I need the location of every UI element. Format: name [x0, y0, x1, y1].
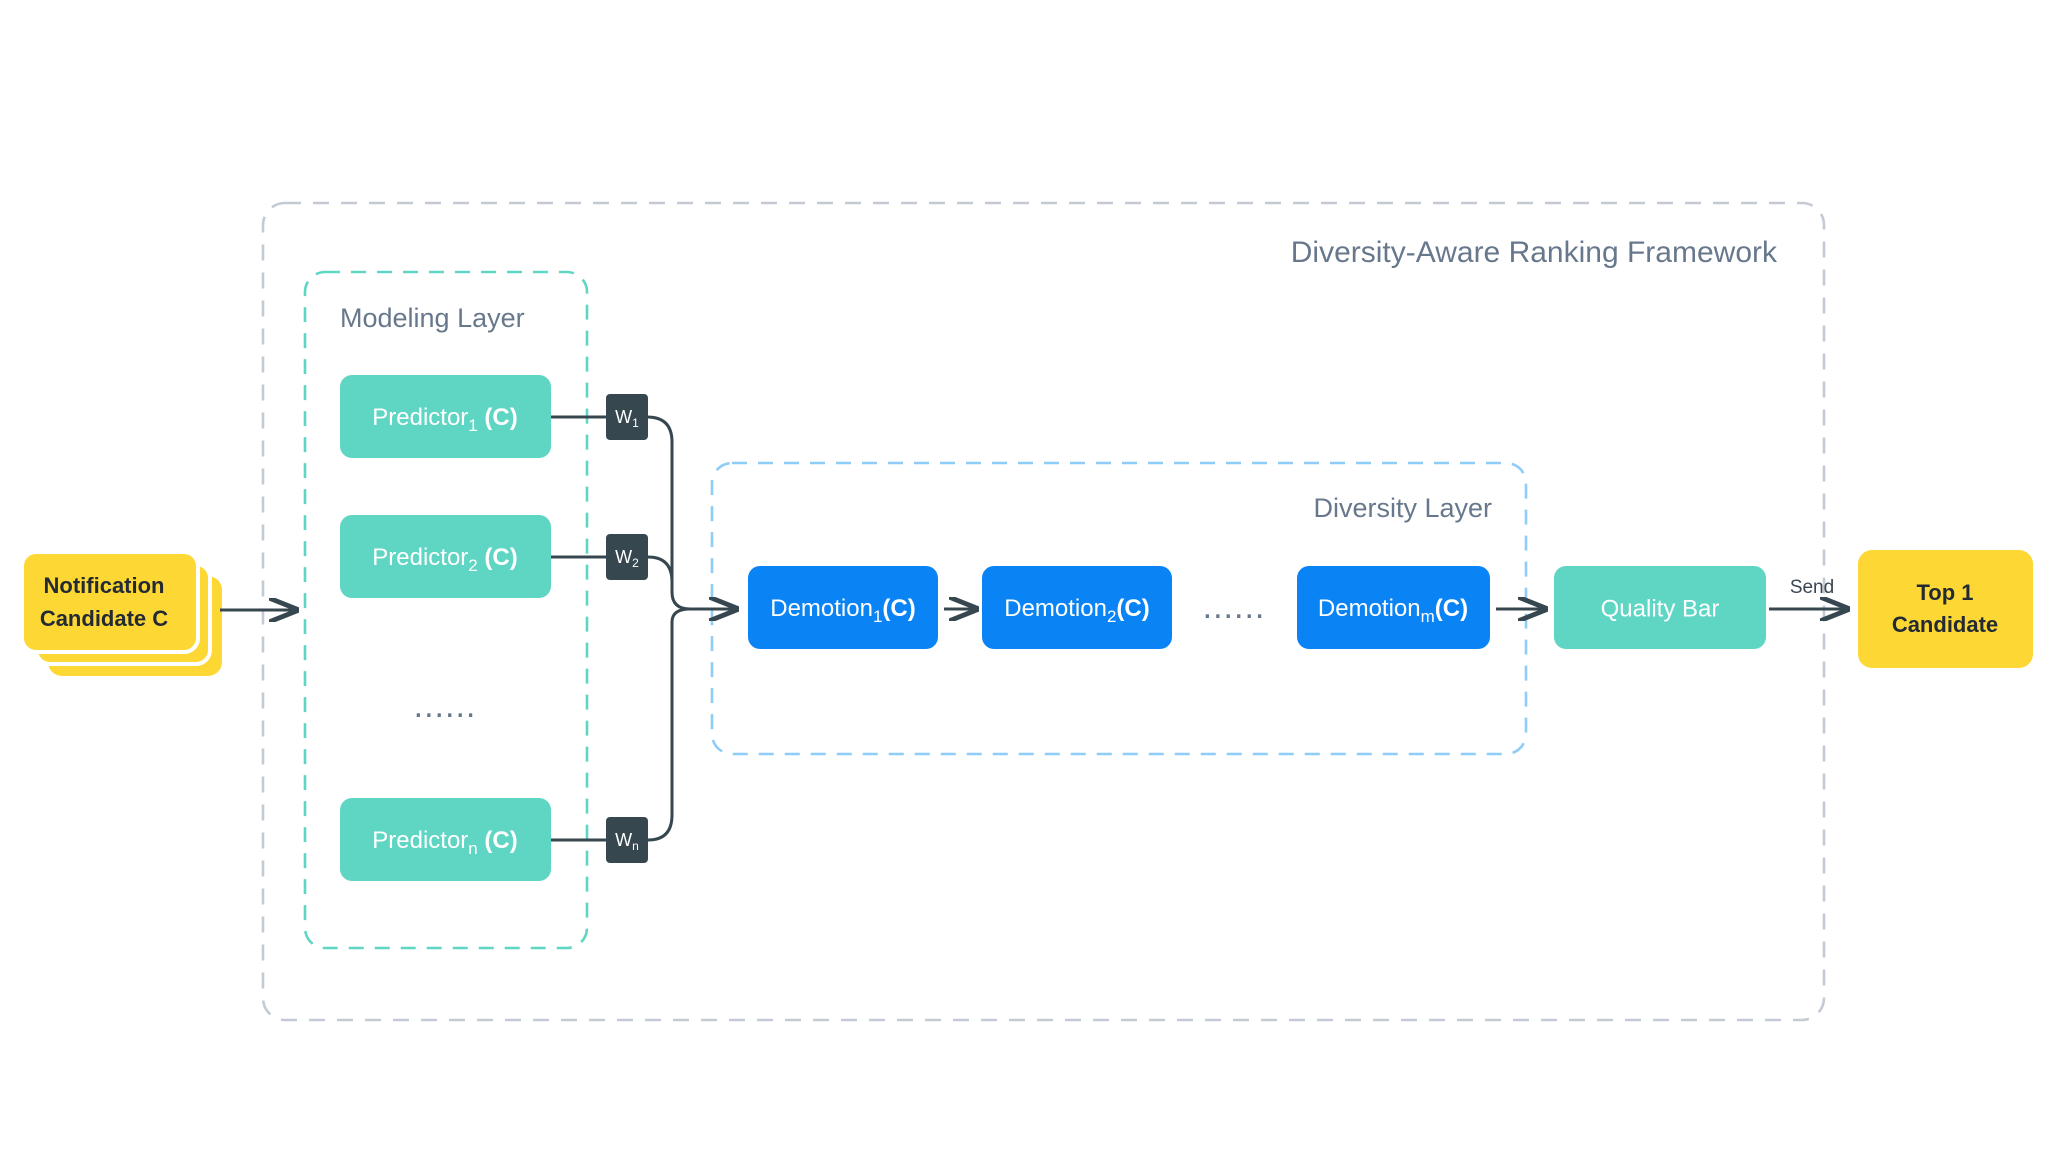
input-card-front[interactable]: [20, 550, 200, 654]
weight-1-label: W1: [615, 407, 639, 430]
predictor-n-label: Predictorn (C): [372, 827, 518, 858]
output-card[interactable]: [1858, 550, 2033, 668]
demotion-ellipsis: ......: [1203, 588, 1266, 626]
demotion-1-arg: (C): [882, 595, 915, 622]
input-card-label-line1: Notification: [44, 573, 165, 598]
predictor-n-subscript: n: [468, 839, 477, 858]
quality-bar-box[interactable]: [1554, 566, 1766, 649]
weight-n-box: [606, 817, 648, 863]
weight-n-label: Wn: [615, 830, 639, 853]
predictor-2-label: Predictor2 (C): [372, 544, 518, 575]
demotion-m-subscript: m: [1421, 607, 1435, 626]
send-label: Send: [1790, 577, 1834, 598]
input-card-label-line2: Candidate C: [40, 606, 168, 631]
merge-trunk-to-arrow: [670, 590, 736, 609]
predictor-1-subscript: 1: [468, 416, 477, 435]
demotion-2-name: Demotion: [1004, 595, 1107, 622]
predictor-2-arg: (C): [478, 544, 518, 571]
demotion-2-label: Demotion2(C): [1004, 595, 1150, 626]
predictor-n-name: Predictor: [372, 827, 468, 854]
weight-2-box: [606, 534, 648, 580]
demotion-2-subscript: 2: [1107, 607, 1116, 626]
merge-trunk-lower: [670, 607, 692, 624]
demotion-m-name: Demotion: [1318, 595, 1421, 622]
framework-title: Diversity-Aware Ranking Framework: [1291, 236, 1778, 269]
predictor-1-label: Predictor1 (C): [372, 404, 518, 435]
demotion-1-subscript: 1: [873, 607, 882, 626]
merge-path-w1: [646, 415, 674, 594]
predictor-n-arg: (C): [478, 827, 518, 854]
weight-1-box: [606, 394, 648, 440]
demotion-m-label: Demotionm(C): [1318, 595, 1468, 626]
demotion-m-arg: (C): [1435, 595, 1468, 622]
demotion-1-label: Demotion1(C): [770, 595, 916, 626]
diversity-layer-title: Diversity Layer: [1313, 493, 1492, 523]
demotion-m-box[interactable]: [1297, 566, 1490, 649]
demotion-2-arg: (C): [1116, 595, 1149, 622]
output-label-line1: Top 1: [1916, 580, 1973, 605]
demotion-1-name: Demotion: [770, 595, 873, 622]
quality-bar-label: Quality Bar: [1601, 595, 1720, 622]
predictor-n-box[interactable]: [340, 798, 551, 881]
predictor-1-arg: (C): [478, 404, 518, 431]
predictor-ellipsis: ......: [414, 687, 477, 725]
modeling-layer-title: Modeling Layer: [340, 303, 525, 333]
predictor-2-name: Predictor: [372, 544, 468, 571]
predictor-2-subscript: 2: [468, 556, 477, 575]
weight-2-label: W2: [615, 547, 639, 570]
demotion-2-box[interactable]: [982, 566, 1172, 649]
output-label-line2: Candidate: [1892, 612, 1998, 637]
predictor-2-box[interactable]: [340, 515, 551, 598]
merge-path-wn: [646, 620, 674, 842]
predictor-1-name: Predictor: [372, 404, 468, 431]
demotion-1-box[interactable]: [748, 566, 938, 649]
predictor-1-box[interactable]: [340, 375, 551, 458]
merge-path-w2: [646, 555, 674, 594]
